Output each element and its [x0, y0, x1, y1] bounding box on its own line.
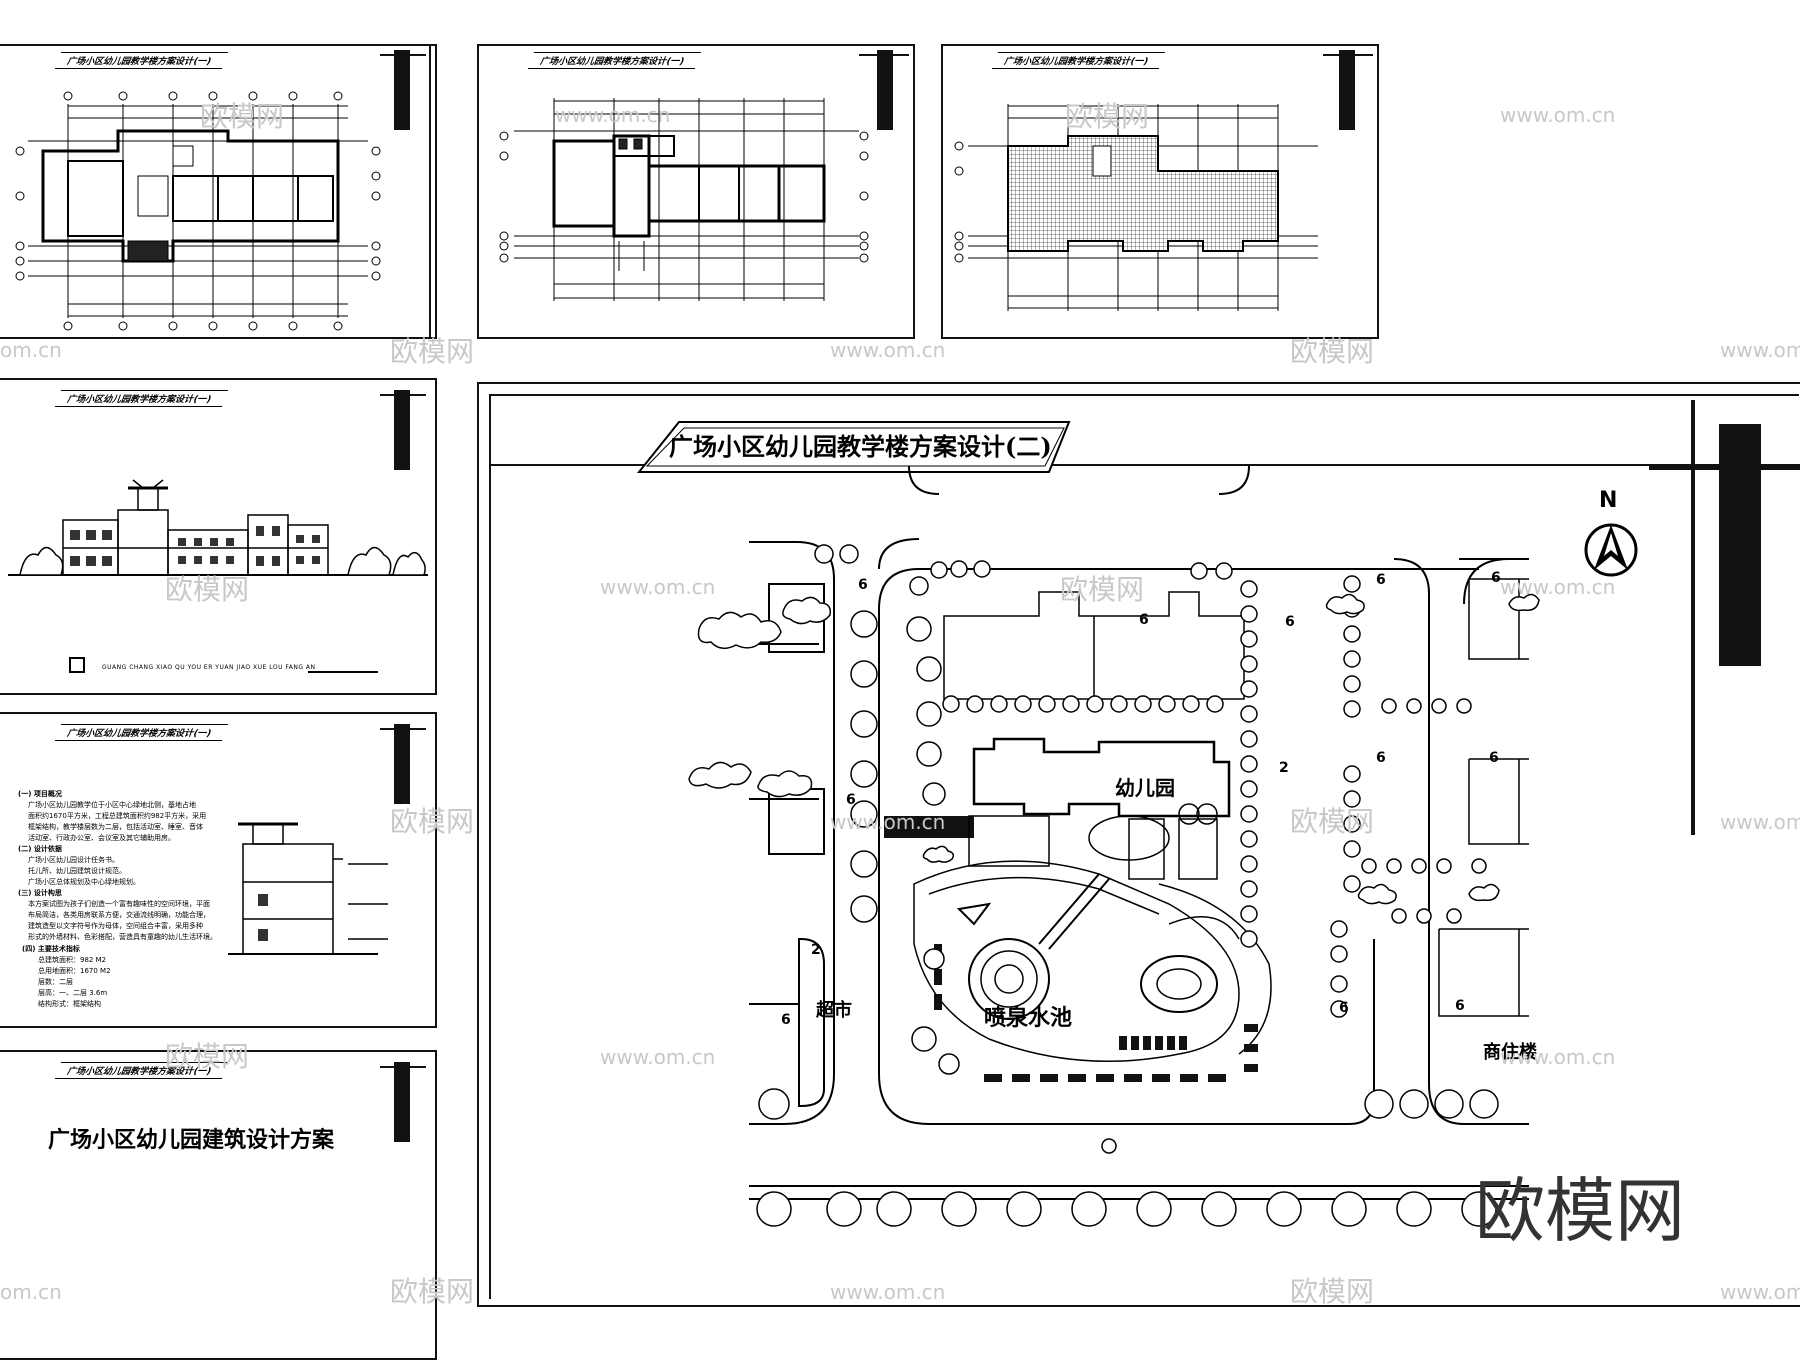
sheet-floor-plan-1: 广场小区幼儿园教学楼方案设计(一)	[0, 44, 437, 339]
title-block-stamp	[394, 1062, 410, 1142]
title-block-stamp	[877, 50, 893, 130]
sheet-design-notes: 广场小区幼儿园教学楼方案设计(一) (一) 项目概况 广场小区幼儿园教学位于小区…	[0, 712, 437, 1028]
watermark-brand: 欧模网	[165, 1040, 250, 1073]
watermark-brand: 欧模网	[390, 1275, 475, 1308]
site-plan-drawing	[636, 421, 1638, 1227]
floors-label: 6	[1491, 570, 1501, 586]
floor-plan-2-drawing	[499, 98, 869, 301]
floors-label: 6	[1489, 750, 1499, 766]
title-block-stamp	[394, 724, 410, 804]
title-block-bar	[380, 1066, 426, 1068]
section-drawing	[228, 822, 388, 955]
title-underline	[489, 464, 1799, 466]
notes-text-1: 广场小区幼儿园教学位于小区中心绿地北侧，基地占地 面积约1670平方米，工程总建…	[28, 801, 207, 842]
sheet-elevation: 广场小区幼儿园教学楼方案设计(一)	[0, 378, 437, 695]
floors-label: 6	[1139, 612, 1149, 628]
floors-label: 2	[811, 942, 821, 958]
notes-heading-1: (一) 项目概况	[18, 790, 62, 798]
watermark-site: www.om.cn	[1720, 338, 1800, 362]
watermark-site: www.om.cn	[830, 810, 946, 834]
cover-title: 广场小区幼儿园建筑设计方案	[48, 1127, 335, 1153]
floors-label: 6	[1339, 1000, 1349, 1016]
pinyin-caption: GUANG CHANG XIAO QU YOU ER YUAN JIAO XUE…	[102, 664, 316, 671]
title-block-bar	[380, 728, 426, 730]
floors-label: 6	[1285, 614, 1295, 630]
title-block-stamp	[394, 50, 410, 130]
watermark-brand: 欧模网	[1065, 100, 1150, 133]
inner-border-top	[489, 394, 1799, 396]
roof-plan-drawing	[954, 104, 1318, 311]
border-line	[429, 46, 431, 337]
label-kindergarten: 幼儿园	[1115, 776, 1175, 800]
floors-label: 6	[1376, 572, 1386, 588]
watermark-brand: 欧模网	[1290, 1275, 1375, 1308]
floors-label: 6	[846, 792, 856, 808]
sheet-cover: 广场小区幼儿园教学楼方案设计(一) 广场小区幼儿园建筑设计方案	[0, 1050, 437, 1360]
notes-heading-3: (三) 设计构思	[18, 889, 62, 897]
watermark-site: www.om.cn	[1720, 810, 1800, 834]
watermark-brand: 欧模网	[1290, 805, 1375, 838]
notes-text-2: 广场小区幼儿园设计任务书。 托儿所、幼儿园建筑设计规范。 广场小区总体规划及中心…	[28, 856, 140, 886]
notes-index-3: 层数：二层	[38, 978, 73, 986]
floors-label: 6	[858, 577, 868, 593]
title-block-bar	[380, 54, 426, 56]
inner-border-left	[489, 394, 491, 1299]
watermark-site: www.om.cn	[555, 103, 671, 127]
sheet-roof-plan: 广场小区幼儿园教学楼方案设计(一)	[941, 44, 1379, 339]
title-block-stamp	[1719, 424, 1761, 666]
watermark-brand: 欧模网	[390, 335, 475, 368]
title-block-bar	[859, 54, 909, 56]
watermark-site: www.om.cn	[1500, 1045, 1616, 1069]
watermark-site: www.om.cn	[600, 1045, 716, 1069]
brand-logo-large: 欧模网	[1475, 1170, 1685, 1252]
notes-heading-2: (二) 设计依据	[18, 845, 62, 853]
watermark-site: www.om.cn	[1500, 575, 1616, 599]
floors-label: 6	[1376, 750, 1386, 766]
watermark-site: www.om.cn	[1720, 1280, 1800, 1304]
watermark-site: www.om.cn	[600, 575, 716, 599]
notes-index-4: 层高：一、二层 3.6m	[38, 989, 108, 997]
stamp-line	[1691, 400, 1695, 835]
watermark-site-short: om.cn	[0, 1280, 62, 1304]
watermark-brand: 欧模网	[1060, 573, 1145, 606]
watermark-site: www.om.cn	[1500, 103, 1616, 127]
watermark-brand: 欧模网	[1290, 335, 1375, 368]
title-block-stamp	[1339, 50, 1355, 130]
label-fountain-pool: 喷泉水池	[984, 1006, 1073, 1031]
floors-label: 2	[1279, 760, 1289, 776]
sheet-site-plan: 广场小区幼儿园教学楼方案设计(二) N 幼儿园 超市 喷泉水池 商住楼 6 6 …	[477, 382, 1800, 1307]
title-block-bar	[1323, 54, 1373, 56]
watermark-site: www.om.cn	[830, 338, 946, 362]
floor-plan-1-drawing	[15, 91, 381, 331]
floors-label: 6	[1455, 998, 1465, 1014]
watermark-site: www.om.cn	[830, 1280, 946, 1304]
title-block-stamp	[394, 390, 410, 470]
notes-index-5: 结构形式：框架结构	[38, 1000, 101, 1008]
sheet-floor-plan-2: 广场小区幼儿园教学楼方案设计(一)	[477, 44, 915, 339]
site-plan-title: 广场小区幼儿园教学楼方案设计(二)	[669, 432, 1052, 461]
label-supermarket: 超市	[816, 1000, 852, 1021]
label-commercial-residential: 商住楼	[1483, 1042, 1537, 1063]
north-label: N	[1599, 488, 1618, 513]
notes-index-1: 总建筑面积：982 M2	[38, 956, 107, 964]
watermark-brand: 欧模网	[165, 573, 250, 606]
watermark-site-short: om.cn	[0, 338, 62, 362]
notes-heading-4: (四) 主要技术指标	[22, 945, 80, 953]
watermark-brand: 欧模网	[390, 805, 475, 838]
notes-index-2: 总用地面积：1670 M2	[38, 967, 111, 975]
notes-text-3: 本方案试图为孩子们创造一个富有趣味性的空间环境，平面 布局简洁，各类用房联系方便…	[28, 900, 217, 941]
elevation-drawing	[8, 479, 428, 673]
floors-label: 6	[781, 1012, 791, 1028]
title-block-bar	[380, 394, 426, 396]
watermark-brand: 欧模网	[200, 100, 285, 133]
